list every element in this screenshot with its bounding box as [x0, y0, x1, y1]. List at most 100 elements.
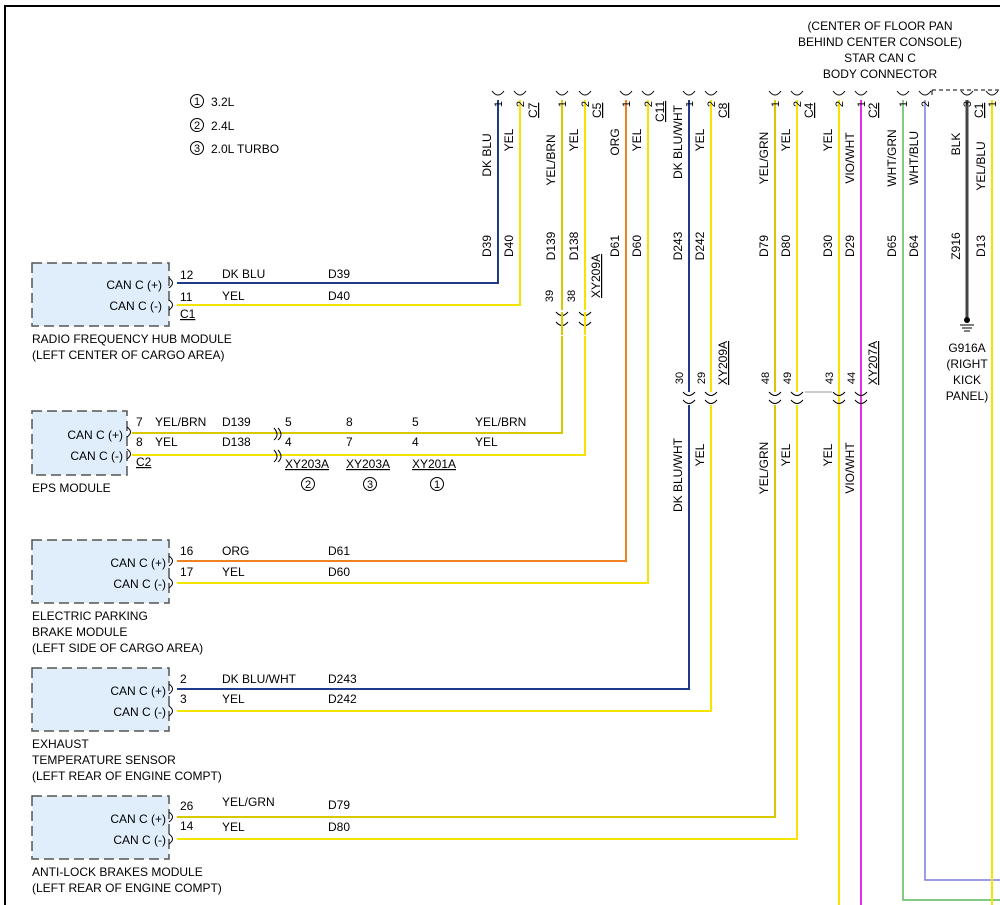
- ground-name: G916A: [948, 341, 985, 355]
- c7-pin1: 1: [493, 101, 505, 107]
- connector-c5: C5: [590, 102, 604, 118]
- xy207a-pin44: 44: [846, 372, 858, 384]
- circuit-d138: D138: [567, 231, 581, 260]
- xy209a-upper-name: XY209A: [589, 254, 603, 298]
- circuit-neg: D138: [222, 435, 251, 449]
- legend-3-num: 3: [194, 143, 200, 155]
- xy207a-color-yel-grn: YEL/GRN: [757, 442, 771, 495]
- color-label-yel-brn: YEL/BRN: [544, 134, 558, 185]
- pin-pos-number: 16: [180, 544, 194, 558]
- wire-d138: [132, 335, 586, 456]
- can-c-neg-label: CAN C (-): [113, 705, 166, 719]
- wire-color-neg: YEL: [155, 435, 178, 449]
- wire-d242: [177, 405, 712, 712]
- circuit-z916: Z916: [949, 232, 963, 260]
- circuit-d39: D39: [480, 235, 494, 257]
- pin-pos-number: 12: [180, 268, 194, 282]
- wire-color-pos: ORG: [222, 544, 249, 558]
- xy207a-pin43: 43: [824, 372, 836, 384]
- module-name: ELECTRIC PARKING: [32, 609, 148, 623]
- pin-neg-number: 3: [180, 692, 187, 706]
- pin-pos-number: 26: [180, 799, 194, 813]
- eps-inline-pin-neg-1: 4: [285, 435, 292, 449]
- top-connector-names: C7 C5 C11 C8 C4 C2 C1: [526, 101, 986, 122]
- connector-c2: C2: [866, 102, 880, 118]
- legend-3-marker: [190, 141, 204, 155]
- connector-c4: C4: [802, 102, 816, 118]
- c5-pin1: 1: [557, 101, 569, 107]
- color-label-dk-blu: DK BLU: [480, 133, 494, 176]
- inline-xy209a-upper: 39 38 XY209A: [544, 254, 603, 336]
- top-connector-terminals: [491, 89, 1000, 96]
- circuit-pos: D61: [328, 544, 350, 558]
- xy207a-pin49: 49: [782, 372, 794, 384]
- circuit-neg: D60: [328, 565, 350, 579]
- connector-xy203a-3: XY203A: [346, 457, 390, 471]
- engine-ref-1: 1: [434, 479, 440, 491]
- circuit-pos: D79: [328, 798, 350, 812]
- legend-2-label: 2.4L: [211, 119, 235, 133]
- c4-pin1: 1: [770, 101, 782, 107]
- module-name: RADIO FREQUENCY HUB MODULE: [32, 332, 232, 346]
- module-radio-frequency-hub[interactable]: CAN C (+) CAN C (-) 12 11 C1 DK BLU YEL …: [31, 262, 350, 362]
- color-label-yel: YEL: [567, 128, 581, 151]
- circuit-d13: D13: [974, 235, 988, 257]
- engine-legend: 1 3.2L 2 2.4L 3 2.0L TURBO: [190, 94, 279, 156]
- circuit-pos: D39: [328, 267, 350, 281]
- wire-color-neg: YEL: [222, 692, 245, 706]
- can-c-pos-label: CAN C (+): [110, 684, 166, 698]
- connector-c8: C8: [716, 102, 730, 118]
- module-name: EPS MODULE: [32, 481, 111, 495]
- eps-inline-pin-pos-1: 5: [285, 415, 292, 429]
- circuit-d65: D65: [885, 235, 899, 257]
- wire-color-neg: YEL: [222, 820, 245, 834]
- module-anti-lock-brakes[interactable]: CAN C (+) CAN C (-) 26 14 YEL/GRN YEL D7…: [31, 795, 350, 895]
- wires: [132, 100, 1000, 905]
- wire-color-pos: DK BLU/WHT: [222, 672, 297, 686]
- can-c-neg-label: CAN C (-): [70, 449, 123, 463]
- wire-d80: [177, 405, 798, 840]
- color-label-wht-grn: WHT/GRN: [885, 129, 899, 186]
- xy207a-pin48: 48: [760, 372, 772, 384]
- circuit-neg: D40: [328, 289, 350, 303]
- circuit-d80: D80: [779, 235, 793, 257]
- pin-neg-number: 14: [180, 819, 194, 833]
- wire-d40: [177, 100, 521, 306]
- circuit-d242: D242: [693, 231, 707, 260]
- color-label-blk: BLK: [949, 133, 963, 156]
- xy209a-pin39: 39: [544, 290, 556, 302]
- xy207a-color-vio-wht: VIO/WHT: [843, 442, 857, 494]
- color-label-wht-blu: WHT/BLU: [907, 131, 921, 185]
- color-label-yel: YEL: [630, 128, 644, 151]
- eps-inline-color-pos: YEL/BRN: [475, 415, 526, 429]
- connector-c1: C1: [972, 102, 986, 118]
- circuit-d30: D30: [821, 235, 835, 257]
- module-electric-parking-brake[interactable]: CAN C (+) CAN C (-) 16 17 ORG YEL D61 D6…: [31, 539, 350, 655]
- xy207a-color-yel-2: YEL: [821, 443, 835, 466]
- wire-color-pos: YEL/BRN: [155, 415, 206, 429]
- legend-1-marker: [190, 94, 204, 108]
- inline-xy209a-lower: 30 29 XY209A DK BLU/WHT YEL: [669, 341, 730, 520]
- wire-d61: [177, 100, 627, 562]
- body-connector-note: (CENTER OF FLOOR PAN BEHIND CENTER CONSO…: [798, 19, 962, 81]
- circuit-d61: D61: [608, 235, 622, 257]
- circuit-d79: D79: [757, 235, 771, 257]
- module-exhaust-temp-sensor[interactable]: CAN C (+) CAN C (-) 2 3 DK BLU/WHT YEL D…: [31, 667, 357, 783]
- module-name-2: BRAKE MODULE: [32, 625, 127, 639]
- c8-pin1: 1: [684, 101, 696, 107]
- top-circuit-labels: D39 D40 D139 D138 D61 D60 D243 D242 D79 …: [478, 224, 989, 268]
- module-connector-c1: C1: [180, 307, 196, 321]
- circuit-pos: D139: [222, 415, 251, 429]
- module-name: ANTI-LOCK BRAKES MODULE: [32, 865, 203, 879]
- ground-loc-2: KICK: [953, 373, 981, 387]
- can-c-neg-label: CAN C (-): [109, 299, 162, 313]
- xy209a-pin30: 30: [674, 372, 686, 384]
- wire-color-pos: YEL/GRN: [222, 795, 275, 809]
- note-line-4: BODY CONNECTOR: [823, 67, 938, 81]
- module-eps[interactable]: CAN C (+) CAN C (-) 7 8 C2 YEL/BRN YEL D…: [31, 410, 251, 495]
- color-label-yel-grn: YEL/GRN: [757, 132, 771, 185]
- circuit-d60: D60: [630, 235, 644, 257]
- engine-ref-3: 3: [367, 479, 373, 491]
- eps-inline-connectors: 5 8 5 4 7 4 YEL/BRN YEL XY203A XY203A XY…: [273, 415, 526, 491]
- wire-d64: [924, 100, 1000, 881]
